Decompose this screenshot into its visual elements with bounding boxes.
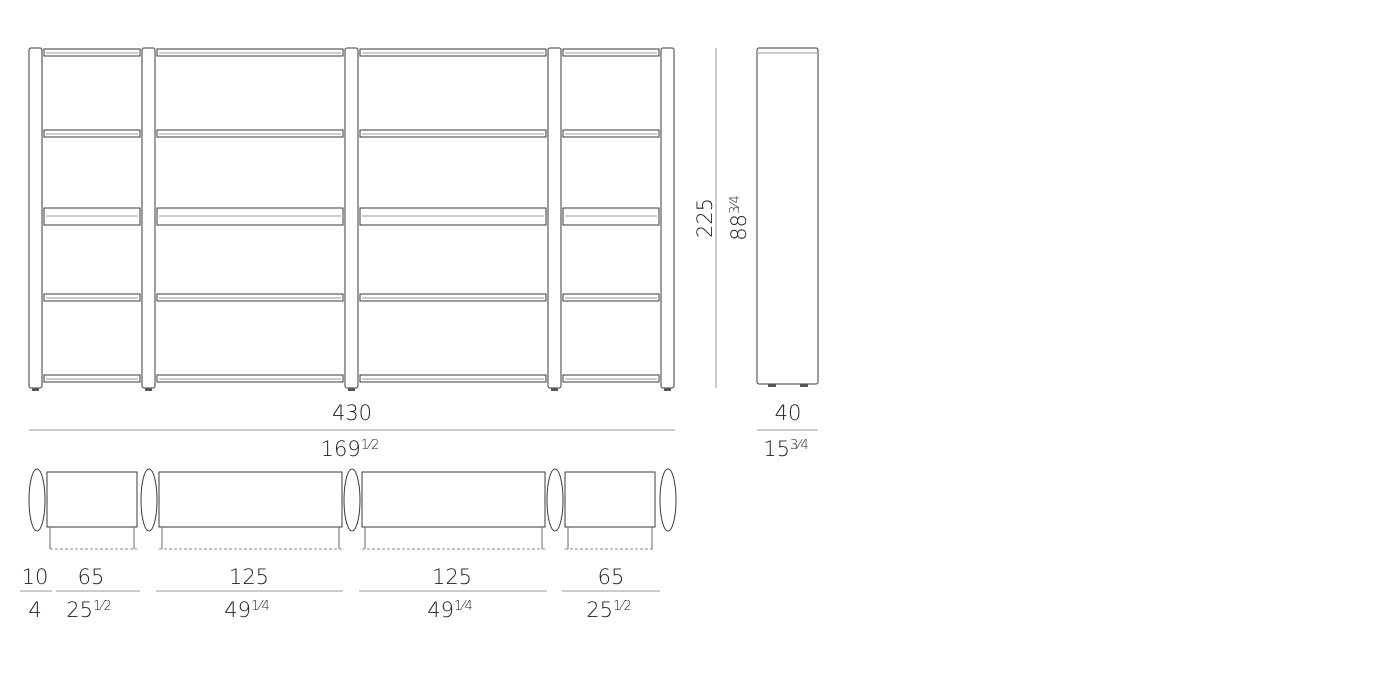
- front-feet: [32, 388, 671, 391]
- plan-legs: [49, 527, 653, 549]
- upright-in: 4: [28, 598, 41, 622]
- plan-upright-1: [28, 468, 46, 532]
- upright-1: [28, 47, 43, 389]
- module-4-in-frac: 1⁄2: [613, 599, 632, 614]
- svg-text:153⁄4: 153⁄4: [763, 437, 808, 461]
- upright-3: [344, 47, 359, 389]
- shelf-inner-lines: [46, 52, 657, 380]
- plan-upright-5: [659, 468, 677, 532]
- plan-upright-3: [343, 468, 361, 532]
- module-1-cm: 65: [78, 565, 105, 589]
- plan-shelf-1: [46, 471, 138, 528]
- svg-text:251⁄2: 251⁄2: [586, 598, 631, 622]
- upright-2: [141, 47, 156, 389]
- svg-text:491⁄4: 491⁄4: [427, 598, 472, 622]
- svg-text:251⁄2: 251⁄2: [66, 598, 111, 622]
- module-4-cm: 65: [598, 565, 625, 589]
- height-cm: 225: [693, 198, 717, 238]
- shelf-row-3: [43, 207, 660, 226]
- plan-shelf-4: [564, 471, 656, 528]
- shelf-row-2: [43, 129, 660, 138]
- side-foot-2: [800, 384, 808, 387]
- svg-text:1691⁄2: 1691⁄2: [321, 437, 380, 461]
- shelf-row-4: [43, 293, 660, 302]
- module-1-in-frac: 1⁄2: [93, 599, 112, 614]
- overall-width-cm: 430: [332, 401, 372, 425]
- module-2-cm: 125: [229, 565, 269, 589]
- side-foot-1: [768, 384, 776, 387]
- module-2-in-frac: 1⁄4: [251, 599, 270, 614]
- height-label-inches: 883⁄4: [727, 195, 751, 240]
- height-in-frac: 3⁄4: [728, 195, 743, 214]
- plan-shelf-2: [158, 471, 343, 528]
- depth-in-frac: 3⁄4: [790, 438, 809, 453]
- plan-upright-2: [140, 468, 158, 532]
- module-3-in-frac: 1⁄4: [454, 599, 473, 614]
- plan-view: [28, 468, 677, 550]
- overall-width-in-frac: 1⁄2: [361, 438, 380, 453]
- svg-text:491⁄4: 491⁄4: [224, 598, 269, 622]
- plan-shelf-3: [361, 471, 546, 528]
- upright-5: [660, 47, 675, 389]
- upright-4: [547, 47, 562, 389]
- upright-cm: 10: [22, 565, 49, 589]
- height-label: 225: [693, 198, 717, 238]
- depth-cm: 40: [775, 401, 802, 425]
- shelf-row-5: [43, 374, 660, 383]
- module-3-in: 49: [427, 598, 454, 622]
- module-2-in: 49: [224, 598, 251, 622]
- side-view: [756, 47, 819, 387]
- plan-upright-4: [546, 468, 564, 532]
- module-1-in: 25: [66, 598, 93, 622]
- side-panel: [756, 47, 819, 385]
- module-3-cm: 125: [432, 565, 472, 589]
- depth-in: 15: [763, 437, 790, 461]
- overall-width-in: 169: [321, 437, 361, 461]
- svg-text:883⁄4: 883⁄4: [727, 195, 751, 240]
- module-4-in: 25: [586, 598, 613, 622]
- front-view: [28, 47, 675, 391]
- height-in: 88: [727, 214, 751, 241]
- shelf-row-1: [43, 48, 660, 57]
